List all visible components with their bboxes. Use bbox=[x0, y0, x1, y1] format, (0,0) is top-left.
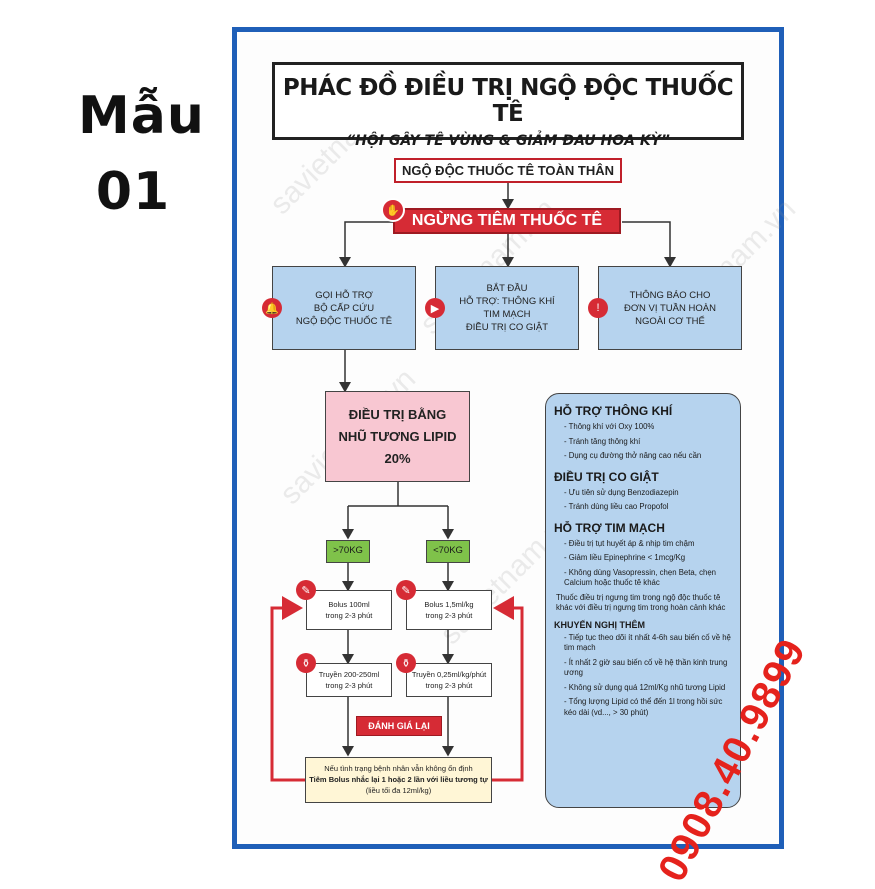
lipid-line-2: NHŨ TƯƠNG LIPID bbox=[338, 428, 457, 444]
bell-icon: 🔔 bbox=[262, 298, 282, 318]
seizure-item: - Ưu tiên sử dụng Benzodiazepin bbox=[564, 487, 679, 497]
lipid-line-1: ĐIỀU TRỊ BẰNG bbox=[348, 406, 447, 422]
iv-bag-icon: ⚱ bbox=[296, 653, 316, 673]
poster-title-box: PHÁC ĐỒ ĐIỀU TRỊ NGỘ ĐỘC THUỐC TÊ “HỘI G… bbox=[272, 62, 744, 149]
recommend-heading: KHUYẾN NGHỊ THÊM bbox=[554, 619, 646, 630]
stop-hand-icon: ✋ bbox=[381, 198, 405, 222]
seizure-heading: ĐIỀU TRỊ CO GIẬT bbox=[554, 469, 659, 484]
branch-start-support: BẮT ĐẦU HỖ TRỢ: THÔNG KHÍ TIM MẠCH ĐIỀU … bbox=[435, 266, 579, 350]
play-icon: ▶ bbox=[425, 298, 445, 318]
poster-title: PHÁC ĐỒ ĐIỀU TRỊ NGỘ ĐỘC THUỐC TÊ bbox=[282, 75, 734, 127]
seizure-item: - Tránh dùng liều cao Propofol bbox=[564, 502, 669, 511]
ventilation-item: - Thông khí với Oxy 100% bbox=[564, 422, 655, 431]
syringe-icon: ✎ bbox=[396, 580, 416, 600]
cardio-item: - Điều trị tụt huyết áp & nhịp tim chậm bbox=[564, 538, 695, 548]
recommend-item: - Tổng lượng Lipid có thể đến 1l trong h… bbox=[564, 697, 723, 717]
iv-bag-icon: ⚱ bbox=[396, 653, 416, 673]
repeat-line-1: Nếu tình trạng bệnh nhân vẫn không ổn đị… bbox=[324, 764, 473, 773]
weight-under-70-box: <70KG bbox=[426, 540, 470, 563]
left-bolus-box: Bolus 100ml trong 2-3 phút bbox=[306, 590, 392, 630]
ventilation-item: - Dụng cụ đường thở nâng cao nếu cần bbox=[564, 451, 702, 460]
reevaluate-label: ĐÁNH GIÁ LẠI bbox=[356, 716, 442, 736]
repeat-line-2: Tiêm Bolus nhắc lại 1 hoặc 2 lần với liề… bbox=[309, 775, 488, 784]
warning-icon: ! bbox=[588, 298, 608, 318]
syringe-icon: ✎ bbox=[296, 580, 316, 600]
recommend-item: - Ít nhất 2 giờ sau biến cố về hệ thần k… bbox=[564, 657, 728, 678]
lipid-treatment-box: ĐIỀU TRỊ BẰNG NHŨ TƯƠNG LIPID 20% bbox=[325, 391, 470, 482]
branch-notify-bypass: THÔNG BÁO CHO ĐƠN VỊ TUẦN HOÀN NGOÀI CƠ … bbox=[598, 266, 742, 350]
systemic-toxicity-box: NGỘ ĐỘC THUỐC TÊ TOÀN THÂN bbox=[394, 158, 622, 183]
ventilation-heading: HỖ TRỢ THÔNG KHÍ bbox=[554, 404, 673, 418]
lipid-line-3: 20% bbox=[384, 450, 411, 466]
sample-label: Mẫu 01 bbox=[78, 78, 205, 230]
repeat-line-3: (liều tối đa 12ml/kg) bbox=[365, 786, 432, 795]
stop-injection-bar: NGỪNG TIÊM THUỐC TÊ bbox=[393, 208, 621, 234]
support-side-panel: HỖ TRỢ THÔNG KHÍ - Thông khí với Oxy 100… bbox=[545, 393, 741, 808]
left-infusion-box: Truyền 200-250ml trong 2-3 phút bbox=[306, 663, 392, 697]
cardiac-arrest-note: Thuốc điều trị ngưng tim trong ngộ độc t… bbox=[556, 592, 726, 613]
sample-label-number: 01 bbox=[95, 162, 171, 222]
cardio-heading: HỖ TRỢ TIM MẠCH bbox=[554, 520, 665, 535]
branch-call-help: GỌI HỖ TRỢ BỘ CẤP CỨU NGỘ ĐỘC THUỐC TÊ bbox=[272, 266, 416, 350]
ventilation-item: - Tránh tăng thông khí bbox=[564, 436, 641, 446]
sample-label-word: Mẫu bbox=[78, 86, 205, 146]
poster-subtitle: “HỘI GÂY TÊ VÙNG & GIẢM ĐAU HOA KỲ” bbox=[346, 133, 670, 149]
cardio-item: - Không dùng Vasopressin, chẹn Beta, chẹ… bbox=[564, 567, 716, 588]
repeat-bolus-box: Nếu tình trạng bệnh nhân vẫn không ổn đị… bbox=[305, 757, 492, 803]
right-bolus-box: Bolus 1,5ml/kg trong 2-3 phút bbox=[406, 590, 492, 630]
weight-over-70-box: >70KG bbox=[326, 540, 370, 563]
recommend-item: - Không sử dụng quá 12ml/Kg nhũ tương Li… bbox=[564, 682, 726, 692]
recommend-item: - Tiếp tục theo dõi ít nhất 4-6h sau biế… bbox=[564, 632, 731, 653]
cardio-item: - Giảm liều Epinephrine < 1mcg/Kg bbox=[564, 553, 686, 562]
right-infusion-box: Truyền 0,25ml/kg/phút trong 2-3 phút bbox=[406, 663, 492, 697]
